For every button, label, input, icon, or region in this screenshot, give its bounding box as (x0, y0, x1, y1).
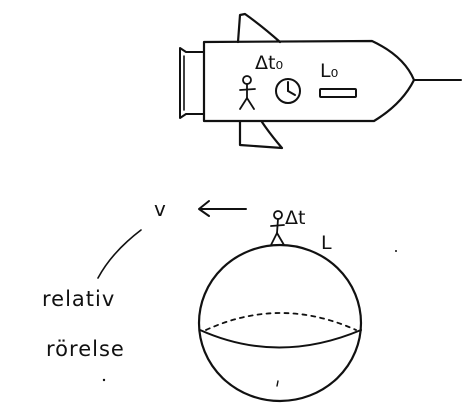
clock-icon (276, 79, 300, 103)
ruler-rod (320, 89, 356, 97)
velocity-arrow (199, 201, 246, 216)
length-label: L (321, 232, 332, 254)
speck (395, 250, 397, 252)
astronaut-figure (240, 76, 255, 109)
proper-length-label: L₀ (320, 60, 338, 82)
relative-motion-annotation: relativ rörelse (42, 230, 141, 361)
globe-equator-back (206, 313, 356, 330)
velocity: v (154, 197, 246, 221)
globe-equator-front (200, 330, 361, 348)
earth-globe (199, 245, 361, 401)
dilated-time-label: Δt (285, 207, 305, 229)
annotation-pointer (98, 230, 141, 278)
rocket-lower-fin (240, 122, 282, 148)
observer-figure (271, 211, 284, 245)
rocket-body (204, 41, 414, 121)
rocket-upper-fin (238, 14, 280, 42)
proper-time-label: Δt₀ (255, 52, 283, 74)
speck (103, 379, 105, 381)
annotation-line-2: rörelse (46, 337, 125, 361)
velocity-label: v (154, 197, 166, 221)
annotation-line-1: relativ (42, 287, 115, 311)
rocket: Δt₀ L₀ (180, 14, 461, 148)
